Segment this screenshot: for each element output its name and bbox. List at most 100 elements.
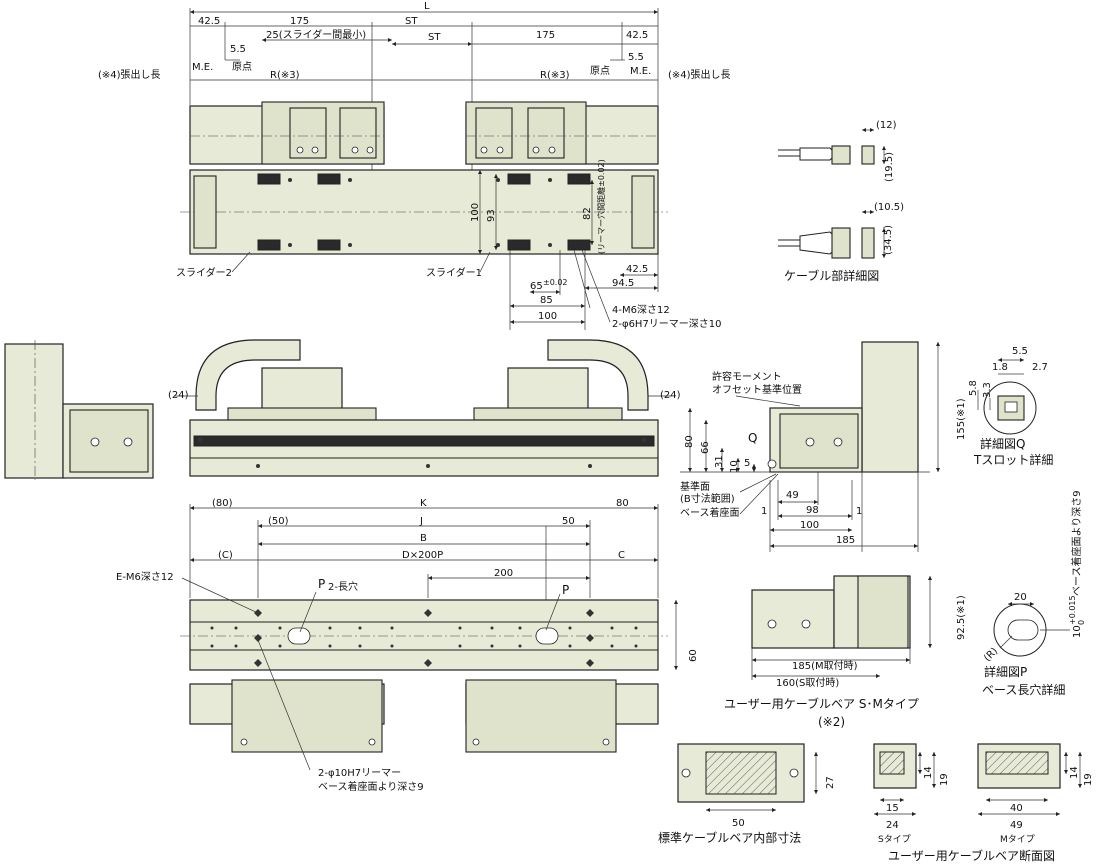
section-title: ユーザー用ケーブルベア断面図 (888, 848, 1055, 863)
detail-p (993, 601, 1070, 657)
detail-p-title: 詳細図P (984, 664, 1027, 679)
overhang-left: (※4)張出し長 (98, 68, 161, 81)
m-type: Mタイプ (1000, 834, 1035, 845)
dim-65: 65 (530, 281, 543, 292)
dim-5-5-left: 5.5 (230, 44, 246, 55)
dim-1-left: 1 (761, 506, 767, 517)
detail-q-title: 詳細図Q (980, 436, 1025, 451)
dim-49: 49 (786, 490, 799, 501)
s-24: 24 (886, 820, 899, 831)
m-14: 14 (1069, 766, 1080, 779)
dim-175-left: 175 (290, 16, 309, 27)
moment-label: 許容モーメント (712, 370, 782, 383)
dim-42-5-left: 42.5 (198, 16, 220, 27)
dim-C-right: C (618, 550, 625, 561)
q-5-8: 5.8 (968, 380, 979, 396)
cable-10-5: (10.5) (874, 202, 904, 213)
phi10-note-2: ベース着座面より深さ9 (318, 780, 424, 793)
dim-42-5-b: 42.5 (626, 264, 648, 275)
dim-L: L (424, 1, 430, 12)
me-left: M.E. (192, 62, 213, 73)
cable-19-5: (19.5) (884, 152, 895, 182)
m-40: 40 (1010, 803, 1023, 814)
offset-label: オフセット基準位置 (712, 383, 802, 396)
s-14: 14 (923, 766, 934, 779)
slot-tol-plus: +0.015 (1068, 595, 1077, 625)
r3-right: R(※3) (540, 70, 570, 81)
slot-depth-text: ベース着座面より深さ9 (1070, 490, 1083, 596)
dim-5-5-right: 5.5 (628, 52, 644, 63)
dim-B: B (420, 533, 427, 544)
dim-24-right: (24) (660, 390, 681, 401)
std-cable-internal (677, 743, 819, 813)
m-49: 49 (1010, 820, 1023, 831)
m6-note: 4-M6深さ12 (612, 304, 670, 316)
r3-left: R(※3) (270, 70, 300, 81)
dim-C-left: (C) (218, 550, 233, 561)
em6-note: E-M6深さ12 (116, 571, 174, 583)
phi10-note-1: 2-φ10H7リーマー (318, 768, 401, 779)
dim-80-l: (80) (212, 498, 233, 509)
q-2-7: 2.7 (1032, 362, 1048, 373)
dim-50-r: 50 (562, 516, 575, 527)
std-title: 標準ケーブルベア内部寸法 (658, 830, 801, 845)
top-view (180, 8, 668, 330)
slider1-label: スライダー1 (426, 266, 482, 279)
dim-100-side: 100 (800, 520, 819, 531)
dim-5-v: 5 (744, 458, 750, 469)
p-marker-2: P (562, 583, 569, 597)
dim-60: 60 (688, 649, 699, 662)
dim-200: 200 (494, 568, 513, 579)
cable-12: (12) (876, 120, 897, 131)
q-3-3: 3.3 (982, 382, 993, 398)
base-seat: ベース着座面 (680, 506, 740, 519)
dim-160s: 160(S取付時) (776, 676, 839, 689)
bottom-view (180, 504, 679, 771)
dim-24-left: (24) (168, 390, 189, 401)
dim-94-5: 94.5 (612, 278, 634, 289)
p-marker-1: P (318, 577, 325, 591)
cable-detail (778, 127, 887, 259)
dimension-labels: L 42.5 175 ST 175 42.5 25(スライダー間最小) ST 5… (98, 1, 1094, 863)
m-19: 19 (1083, 773, 1094, 786)
dim-155: 155(※1) (956, 398, 967, 440)
s-15: 15 (886, 803, 899, 814)
std-27: 27 (825, 776, 836, 789)
dim-100-h: 100 (538, 311, 557, 322)
detail-q (977, 357, 1037, 435)
q-5-5: 5.5 (1012, 346, 1028, 357)
dim-K: K (420, 498, 427, 509)
user-cable-side (751, 575, 933, 680)
dim-175-right: 175 (536, 30, 555, 41)
cable-title: ケーブル部詳細図 (784, 268, 879, 283)
dim-st-mid: ST (428, 32, 441, 43)
q-marker: Q (748, 431, 757, 445)
cable-section (873, 743, 1083, 817)
slider2-label: スライダー2 (176, 266, 232, 279)
slot-depth-10: 10 (1072, 625, 1083, 638)
origin-left: 原点 (232, 61, 252, 73)
origin-right: 原点 (590, 65, 610, 77)
p-20: 20 (1014, 592, 1027, 603)
p-slot-note: 2-長穴 (328, 580, 358, 593)
slot-detail-title: ベース長穴詳細 (982, 682, 1065, 697)
s-19: 19 (939, 773, 950, 786)
std-50: 50 (732, 818, 745, 829)
dim-92-5: 92.5(※1) (956, 595, 967, 640)
dim-93-v: 93 (486, 209, 497, 222)
dim-st-top: ST (405, 16, 418, 27)
p-r: (R) (982, 646, 1000, 664)
reamer-note: (リーマー穴間距離±0.02) (596, 159, 606, 254)
q-1-8: 1.8 (992, 362, 1008, 373)
overhang-right: (※4)張出し長 (668, 68, 731, 81)
dim-80-v: 80 (684, 435, 695, 448)
tslot-title: Tスロット詳細 (973, 452, 1053, 467)
ref-face: 基準面 (680, 480, 710, 493)
dim-50-l: (50) (268, 516, 289, 527)
dim-185: 185 (836, 535, 855, 546)
dim-J: J (419, 516, 423, 527)
dim-85: 85 (540, 295, 553, 306)
base-slot-depth-note: 10 +0.015 0 ベース着座面より深さ9 (1068, 490, 1086, 638)
b-range: (B寸法範囲) (680, 492, 735, 505)
